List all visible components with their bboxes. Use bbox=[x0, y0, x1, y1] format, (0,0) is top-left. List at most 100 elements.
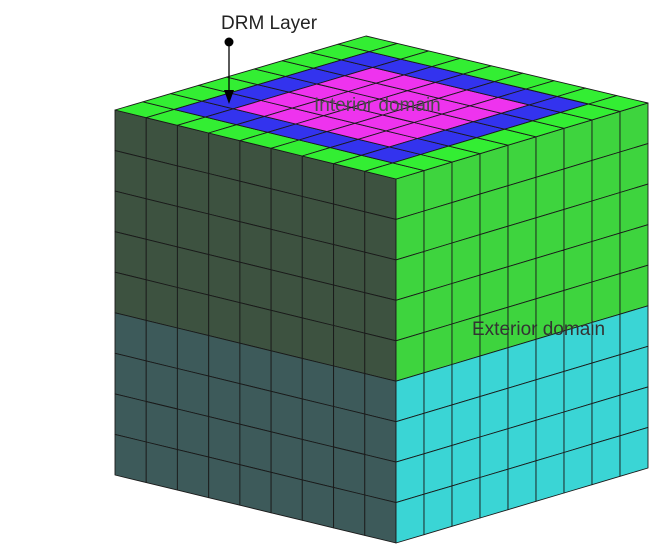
left-face-cell bbox=[364, 170, 397, 220]
left-face-cell bbox=[239, 221, 272, 271]
left-face-cell bbox=[208, 335, 241, 385]
drm-layer-pointer-arrow bbox=[224, 37, 234, 104]
left-face-cell bbox=[301, 236, 335, 286]
left-face-cell bbox=[333, 284, 366, 334]
left-face-cell bbox=[114, 231, 147, 281]
left-face-cell bbox=[145, 279, 178, 329]
left-face-cell bbox=[270, 147, 303, 197]
left-face-cell bbox=[364, 494, 397, 544]
left-face-cell bbox=[208, 416, 241, 466]
left-face-cell bbox=[208, 132, 241, 182]
left-face-cell bbox=[270, 471, 303, 521]
left-face-cell bbox=[114, 352, 147, 402]
right-face-cell bbox=[479, 468, 509, 519]
right-face-cell bbox=[395, 493, 425, 544]
left-face-cell bbox=[176, 368, 210, 418]
right-face-grid bbox=[395, 102, 649, 544]
left-face-cell bbox=[239, 261, 272, 311]
left-face-cell bbox=[145, 441, 178, 491]
right-face-cell bbox=[591, 435, 621, 486]
left-face-cell bbox=[364, 413, 397, 463]
left-face-cell bbox=[270, 309, 303, 359]
left-face-cell bbox=[114, 271, 147, 321]
left-face-cell bbox=[145, 401, 178, 451]
left-face-cell bbox=[239, 180, 272, 230]
left-face-cell bbox=[333, 486, 366, 536]
left-face-cell bbox=[333, 203, 366, 253]
left-face-cell bbox=[239, 383, 272, 433]
left-face-cell bbox=[114, 109, 147, 159]
left-face-cell bbox=[145, 117, 178, 167]
left-face-cell bbox=[333, 163, 366, 213]
left-face-cell bbox=[176, 449, 210, 499]
left-face-cell bbox=[114, 393, 147, 443]
left-face-cell bbox=[114, 190, 147, 240]
left-face-cell bbox=[301, 357, 335, 407]
left-face-cell bbox=[114, 312, 147, 362]
left-face-cell bbox=[301, 276, 335, 326]
left-face-cell bbox=[208, 375, 241, 425]
left-face-cell bbox=[176, 246, 210, 296]
left-face-cell bbox=[176, 165, 210, 215]
left-face-cell bbox=[114, 150, 147, 200]
left-face-cell bbox=[114, 433, 147, 484]
left-face-cell bbox=[176, 327, 210, 377]
left-face-cell bbox=[176, 124, 210, 174]
left-face-cell bbox=[239, 140, 272, 190]
left-face-cell bbox=[301, 317, 335, 367]
right-face-cell bbox=[451, 477, 481, 527]
drm-layer-label: DRM Layer bbox=[221, 13, 318, 34]
left-face-cell bbox=[301, 479, 335, 529]
top-face-grid bbox=[114, 35, 649, 180]
left-face-cell bbox=[333, 446, 366, 496]
left-face-cell bbox=[239, 302, 272, 352]
left-face-cell bbox=[270, 350, 303, 400]
left-face-cell bbox=[208, 213, 241, 263]
right-face-cell bbox=[619, 426, 649, 477]
left-face-cell bbox=[270, 188, 303, 238]
left-face-cell bbox=[145, 198, 178, 248]
left-face-cell bbox=[364, 211, 397, 261]
left-face-cell bbox=[176, 287, 210, 337]
left-face-cell bbox=[333, 325, 366, 375]
top-face-cell bbox=[588, 95, 649, 112]
left-face-cell bbox=[270, 390, 303, 440]
left-face-cell bbox=[208, 294, 241, 344]
left-face-cell bbox=[239, 342, 272, 392]
left-face-cell bbox=[239, 423, 272, 473]
left-face-cell bbox=[364, 251, 397, 301]
left-face-cell bbox=[301, 155, 335, 205]
left-face-cell bbox=[364, 332, 397, 382]
left-face-cell bbox=[364, 373, 397, 423]
left-face-cell bbox=[145, 319, 178, 369]
left-face-cell bbox=[301, 196, 335, 246]
left-face-cell bbox=[239, 464, 272, 514]
left-face-cell bbox=[208, 456, 241, 506]
left-face-cell bbox=[145, 157, 178, 207]
left-face-cell bbox=[176, 408, 210, 458]
left-face-cell bbox=[333, 244, 366, 294]
left-face-cell bbox=[333, 365, 366, 415]
left-face-cell bbox=[301, 398, 335, 448]
left-face-cell bbox=[270, 431, 303, 481]
right-face-cell bbox=[535, 452, 565, 502]
right-face-cell bbox=[423, 485, 453, 536]
left-face-cell bbox=[364, 292, 397, 342]
interior-domain-label: Interior domain bbox=[314, 95, 441, 116]
exterior-domain-label: Exterior domain bbox=[472, 319, 606, 340]
left-face-cell bbox=[176, 205, 210, 256]
pointer-arrowhead bbox=[224, 90, 234, 104]
left-face-cell bbox=[270, 269, 303, 319]
left-face-cell bbox=[270, 228, 303, 278]
right-face-cell bbox=[507, 460, 537, 511]
left-face-cell bbox=[364, 454, 397, 504]
right-face-cell bbox=[563, 443, 593, 494]
left-face-cell bbox=[145, 238, 178, 288]
left-face-grid bbox=[114, 109, 397, 544]
left-face-cell bbox=[208, 173, 241, 223]
left-face-cell bbox=[333, 406, 366, 455]
left-face-cell bbox=[208, 254, 241, 304]
left-face-cell bbox=[301, 438, 335, 488]
